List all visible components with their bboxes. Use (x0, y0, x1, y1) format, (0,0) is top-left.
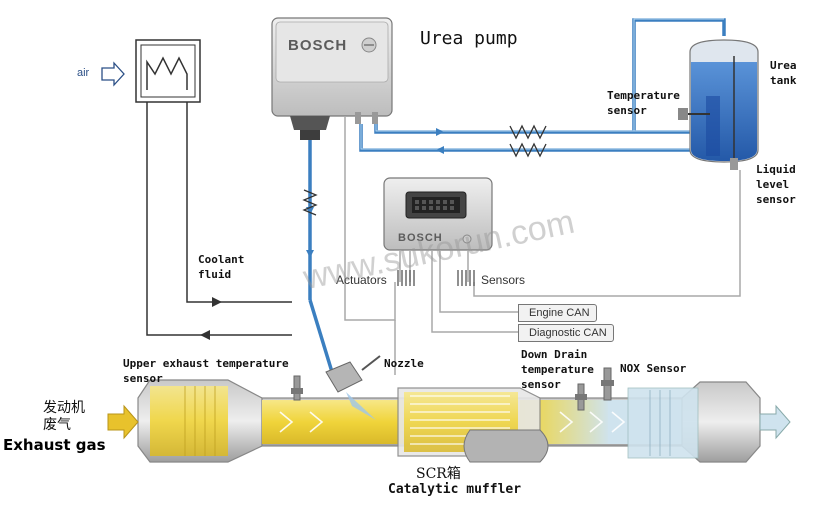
down-drain-temp-sensor-probe (575, 383, 587, 411)
down-drain-temp-sensor-label: Down Drain temperature sensor (521, 348, 594, 391)
ecu-wires (344, 116, 520, 375)
air-label: air (77, 67, 90, 79)
pump-brand-logo: BOSCH (288, 37, 348, 54)
engine-can-tag: Engine CAN (518, 304, 597, 322)
coolant-fluid-label: Coolant fluid (198, 253, 245, 281)
connector-combs (397, 270, 475, 286)
line-heater-coils (302, 124, 547, 216)
diagnostic-can-tag: Diagnostic CAN (518, 324, 614, 342)
scr-box-label: SCR箱 (416, 466, 461, 482)
actuators-label: Actuators (336, 273, 387, 287)
upper-exhaust-temp-sensor-label: Upper exhaust temperature sensor (123, 357, 289, 385)
nox-sensor-probe (601, 367, 614, 401)
catalytic-muffler-label: Catalytic muffler (388, 482, 522, 497)
ecu-brand-logo: BOSCH (398, 232, 443, 244)
liquid-level-sensor-label: Liquid level sensor (756, 163, 796, 206)
exhaust-system (137, 379, 761, 463)
nox-sensor-label: NOX Sensor (620, 362, 687, 375)
engine-exhaust-chinese-label: 发动机 废气 (43, 400, 85, 433)
ecu (383, 177, 493, 251)
urea-pump (271, 17, 393, 140)
inlet-arrow (107, 404, 139, 440)
air-arrow (101, 61, 125, 87)
urea-pump-label: Urea pump (420, 28, 518, 49)
heat-exchanger (135, 39, 292, 340)
exhaust-gas-label: Exhaust gas (3, 436, 106, 454)
nozzle-label: Nozzle (384, 357, 424, 370)
urea-tank (678, 39, 759, 170)
temperature-sensor-label: Temperature sensor (607, 89, 680, 117)
upper-temp-sensor-probe (291, 375, 303, 401)
urea-line-highlights (360, 18, 724, 150)
urea-tank-label: Urea tank (770, 59, 797, 87)
outlet-arrow (759, 404, 791, 440)
nozzle (325, 355, 381, 420)
tank-sensor-wire (473, 170, 741, 297)
sensors-label: Sensors (481, 273, 526, 287)
